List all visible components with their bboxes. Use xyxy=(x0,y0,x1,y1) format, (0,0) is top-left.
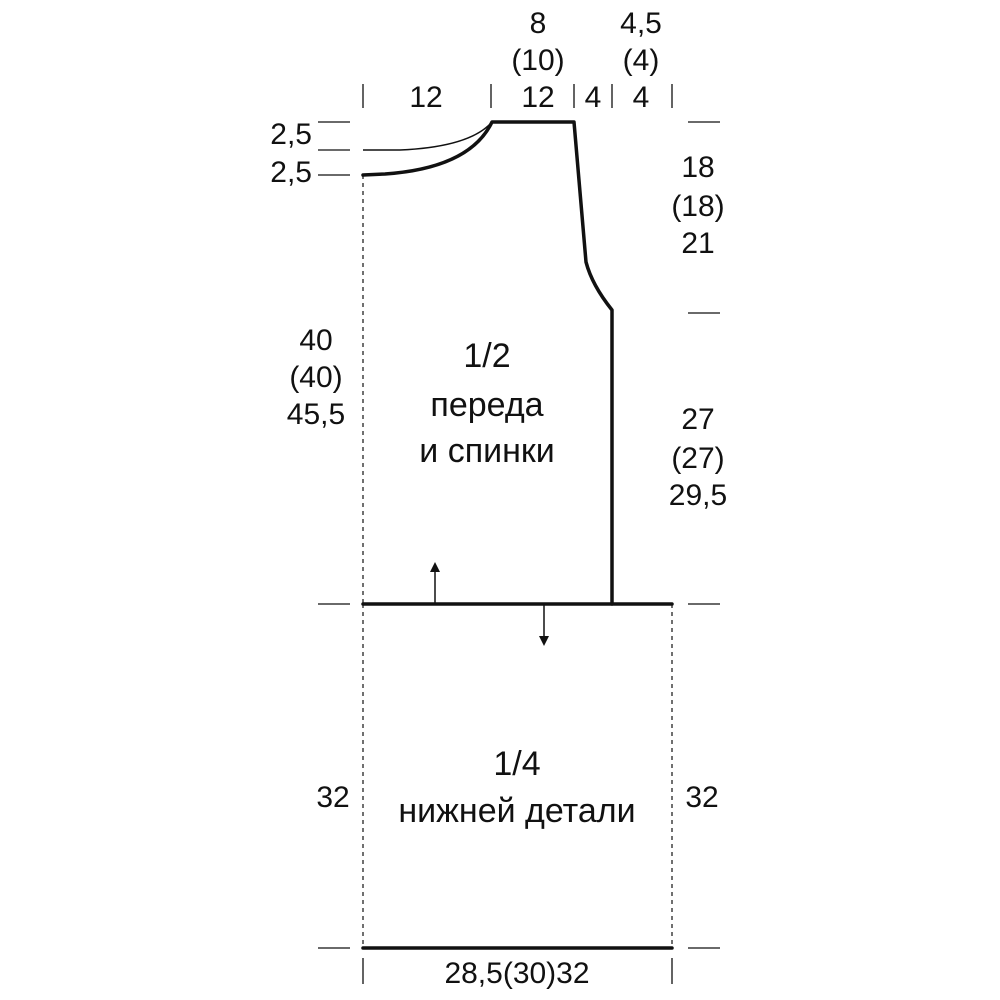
left-ticks xyxy=(318,121,350,949)
upper-piece-title: 1/2 xyxy=(463,337,510,375)
neck-width-size-1: 8 xyxy=(530,7,547,40)
shoulder-width: 4 xyxy=(585,81,602,114)
lower-piece-subtitle: нижней детали xyxy=(398,792,635,830)
side-size-2: (27) xyxy=(671,442,724,475)
arrow-down-icon xyxy=(539,604,549,646)
neck-depth-1: 2,5 xyxy=(270,118,312,151)
lower-height-right: 32 xyxy=(685,781,718,814)
bottom-ticks xyxy=(362,958,673,984)
right-width-size-2: (4) xyxy=(623,44,660,77)
armhole-size-1: 18 xyxy=(681,151,714,184)
neck-width-size-3: 12 xyxy=(521,81,554,114)
right-width-size-1: 4,5 xyxy=(620,7,662,40)
lower-height-left: 32 xyxy=(316,781,349,814)
side-size-3: 29,5 xyxy=(669,479,727,512)
armhole-size-2: (18) xyxy=(671,190,724,223)
arrow-up-icon xyxy=(430,562,440,604)
top-left-width: 12 xyxy=(409,81,442,114)
upper-height-size-3: 45,5 xyxy=(287,398,345,431)
bottom-width: 28,5(30)32 xyxy=(444,957,589,990)
upper-height-size-1: 40 xyxy=(299,324,332,357)
back-neckline xyxy=(363,121,493,151)
upper-piece-subtitle-1: переда xyxy=(430,386,543,424)
neck-width-size-2: (10) xyxy=(511,44,564,77)
neck-depth-2: 2,5 xyxy=(270,156,312,189)
armhole-size-3: 21 xyxy=(681,227,714,260)
right-width-size-3: 4 xyxy=(633,81,650,114)
side-size-1: 27 xyxy=(681,403,714,436)
upper-piece-subtitle-2: и спинки xyxy=(419,432,555,470)
right-ticks xyxy=(688,121,720,949)
top-ticks xyxy=(362,84,673,108)
upper-height-size-2: (40) xyxy=(289,361,342,394)
lower-piece-title: 1/4 xyxy=(493,745,540,783)
